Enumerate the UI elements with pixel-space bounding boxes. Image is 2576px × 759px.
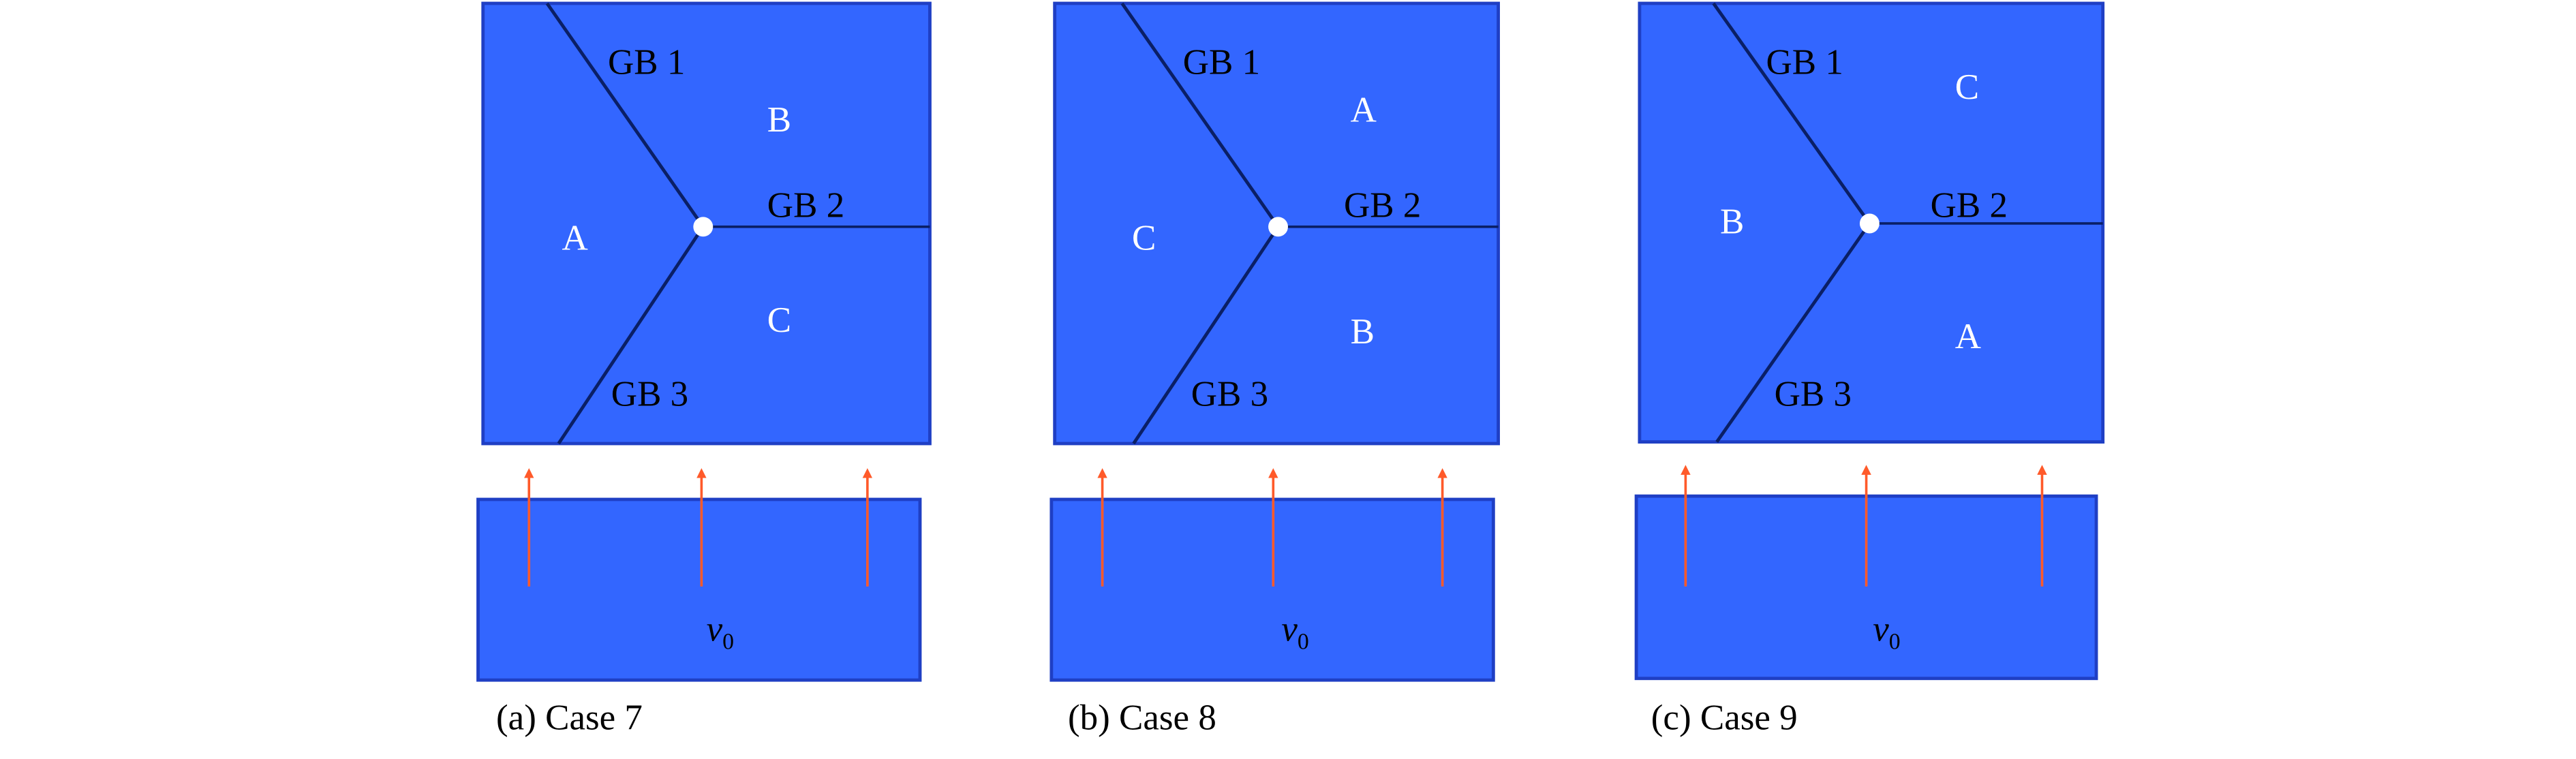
- grain-top-right-label: B: [767, 100, 791, 140]
- grain-boundary-3: [1132, 226, 1280, 445]
- grain-boundary-1: [1712, 2, 1871, 225]
- grain-top-right-label: A: [1351, 91, 1377, 130]
- panel-a: GB 1 GB 2 GB 3 A B C v0 (a) Case 7: [476, 1, 932, 737]
- gb3-label: GB 3: [1191, 375, 1268, 414]
- grain-boundary-3: [557, 226, 705, 445]
- velocity-label: v0: [1281, 609, 1308, 654]
- gb2-label: GB 2: [1931, 185, 2008, 225]
- velocity-label: v0: [707, 609, 734, 654]
- grain-boundary-3: [1715, 222, 1871, 443]
- gb3-label: GB 3: [1775, 375, 1852, 414]
- panel-b: GB 1 GB 2 GB 3 C A B v0 (b) Case 8: [1049, 1, 1500, 737]
- gb1-label: GB 1: [1766, 43, 1843, 82]
- grain-left-label: B: [1720, 202, 1744, 241]
- panel-caption: (a) Case 7: [496, 698, 643, 737]
- flyer-block: [476, 497, 922, 682]
- panel-caption: (c) Case 9: [1651, 698, 1798, 737]
- gb1-label: GB 1: [608, 43, 685, 82]
- grain-left-label: C: [1132, 219, 1156, 258]
- grain-bottom-right-label: A: [1955, 317, 1981, 356]
- triple-junction: [693, 217, 714, 237]
- gb2-label: GB 2: [767, 185, 844, 225]
- grain-boundary-1: [545, 2, 705, 228]
- grain-bottom-right-label: C: [767, 300, 791, 340]
- panel-c: GB 1 GB 2 GB 3 B C A v0 (c) Case 9: [1634, 1, 2105, 737]
- grain-bottom-right-label: B: [1351, 312, 1375, 352]
- gb2-label: GB 2: [1344, 185, 1421, 225]
- grain-left-label: A: [562, 219, 587, 258]
- gb3-label: GB 3: [611, 375, 688, 414]
- velocity-label: v0: [1873, 609, 1900, 654]
- panel-caption: (b) Case 8: [1068, 698, 1216, 737]
- gb1-label: GB 1: [1183, 43, 1260, 82]
- grain-top-right-label: C: [1955, 67, 1979, 107]
- triple-junction: [1859, 213, 1880, 234]
- grain-boundary-1: [1120, 2, 1280, 228]
- triple-junction: [1268, 217, 1288, 237]
